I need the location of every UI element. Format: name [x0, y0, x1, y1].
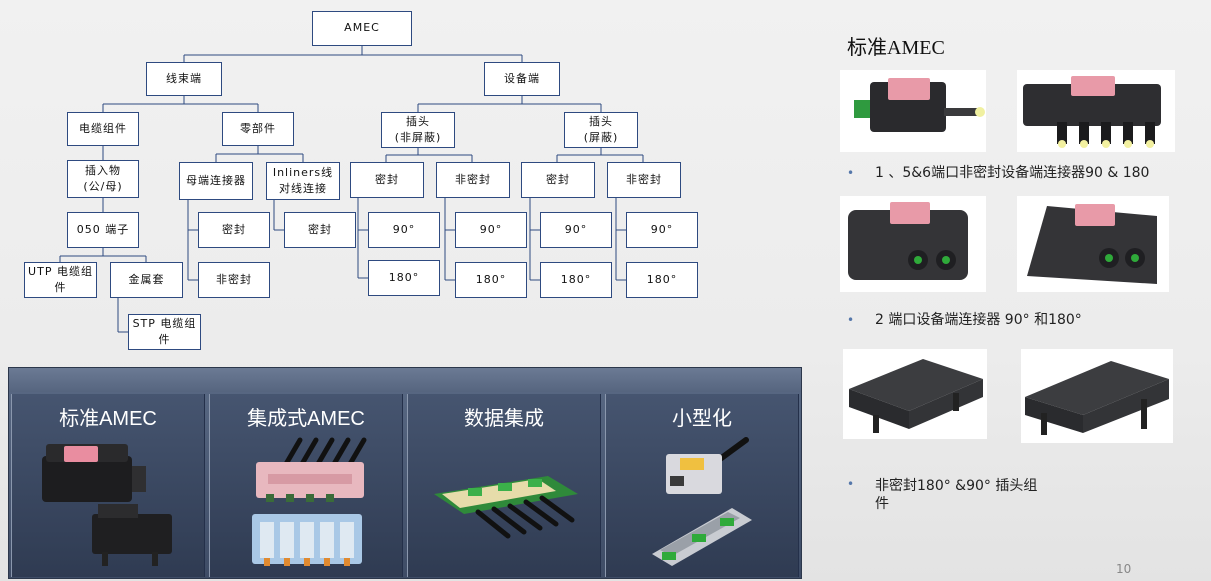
tree-node-s-sealed-90: 90° [540, 212, 612, 248]
section-title: 标准AMEC [847, 37, 945, 59]
tree-node-stp: STP 电缆组 件 [128, 314, 201, 350]
page-number: 10 [1116, 562, 1132, 576]
tree-node-shielded-unsealed: 非密封 [607, 162, 681, 198]
panel-top-bar [9, 368, 801, 392]
integrated-amec-image [252, 437, 367, 566]
tree-node-unshielded-sealed: 密封 [350, 162, 424, 198]
connector-image [1027, 204, 1157, 284]
tile-integrated-amec[interactable]: 集成式AMEC [209, 394, 403, 577]
tile-title: 小型化 [672, 408, 732, 430]
connector-image [848, 202, 968, 280]
header-image [1025, 361, 1169, 435]
data-integration-image [434, 476, 578, 539]
tree-node-s-unsealed-180: 180° [626, 262, 698, 298]
tree-node-plug: 插入物 (公/母) [67, 160, 139, 198]
tile-standard-amec[interactable]: 标准AMEC [11, 394, 205, 577]
tree-node-us-sealed-90: 90° [368, 212, 440, 248]
tile-title: 数据集成 [464, 408, 544, 430]
header-image [849, 359, 983, 433]
tree-node-female-unsealed: 非密封 [198, 262, 270, 298]
connector-image [1023, 76, 1161, 148]
tile-title: 集成式AMEC [247, 408, 365, 430]
tree-node-wire-side: 线束端 [146, 62, 222, 96]
photo-2port-connector-180 [1017, 196, 1169, 292]
bullet-item-2: • 2 端口设备端连接器 90° 和180° [847, 311, 1082, 329]
tree-node-s-sealed-180: 180° [540, 262, 612, 298]
miniaturization-image [652, 437, 752, 566]
photo-header-90 [1021, 349, 1173, 443]
tree-node-us-unsealed-180: 180° [455, 262, 527, 298]
bullet-text: 2 端口设备端连接器 90° 和180° [875, 312, 1082, 328]
photo-2port-connector-90 [840, 196, 986, 292]
tree-node-s-unsealed-90: 90° [626, 212, 698, 248]
standard-amec-image [42, 444, 172, 566]
tree-node-female-sealed: 密封 [198, 212, 270, 248]
tree-node-header-unshielded: 插头 (非屏蔽) [381, 112, 455, 148]
connector-image [854, 78, 985, 132]
bullet-dot: • [847, 313, 855, 327]
tree-node-parts: 零部件 [222, 112, 294, 146]
tree-node-unshielded-unsealed: 非密封 [436, 162, 510, 198]
bullet-item-1: • 1 、5&6端口非密封设备端连接器90 & 180 [847, 164, 1149, 182]
tree-node-device-side: 设备端 [484, 62, 560, 96]
photo-header-180 [843, 349, 987, 439]
tree-connectors [59, 46, 644, 333]
bullet-dot: • [847, 166, 855, 180]
tree-node-cable-assembly: 电缆组件 [67, 112, 139, 146]
tree-node-metal-shell: 金属套 [110, 262, 183, 298]
photo-5port-connector-180 [1017, 70, 1175, 152]
tree-node-utp: UTP 电缆组 件 [24, 262, 97, 298]
tile-miniaturization[interactable]: 小型化 [605, 394, 799, 577]
tree-node-shielded-sealed: 密封 [521, 162, 595, 198]
product-family-panel: 标准AMEC 集成式AMEC 数据集成 [8, 367, 802, 579]
photo-5port-connector-90 [840, 70, 986, 152]
tree-node-terminal: 050 端子 [67, 212, 139, 248]
tile-data-integration[interactable]: 数据集成 [407, 394, 601, 577]
tree-node-inliners: Inliners线 对线连接 [266, 162, 340, 200]
bullet-text: 1 、5&6端口非密封设备端连接器90 & 180 [875, 165, 1150, 181]
tree-node-female-connector: 母端连接器 [179, 162, 253, 200]
tree-node-us-sealed-180: 180° [368, 260, 440, 296]
tree-node-root: AMEC [312, 11, 412, 46]
tree-node-us-unsealed-90: 90° [455, 212, 527, 248]
tree-node-inliners-sealed: 密封 [284, 212, 356, 248]
tree-node-header-shielded: 插头 (屏蔽) [564, 112, 638, 148]
bullet-item-3: • 非密封180° &90° 插头组 件 [847, 459, 1037, 514]
bullet-dot: • [847, 477, 855, 492]
bullet-text: 非密封180° &90° 插头组 件 [875, 478, 1038, 513]
tile-title: 标准AMEC [59, 408, 157, 430]
